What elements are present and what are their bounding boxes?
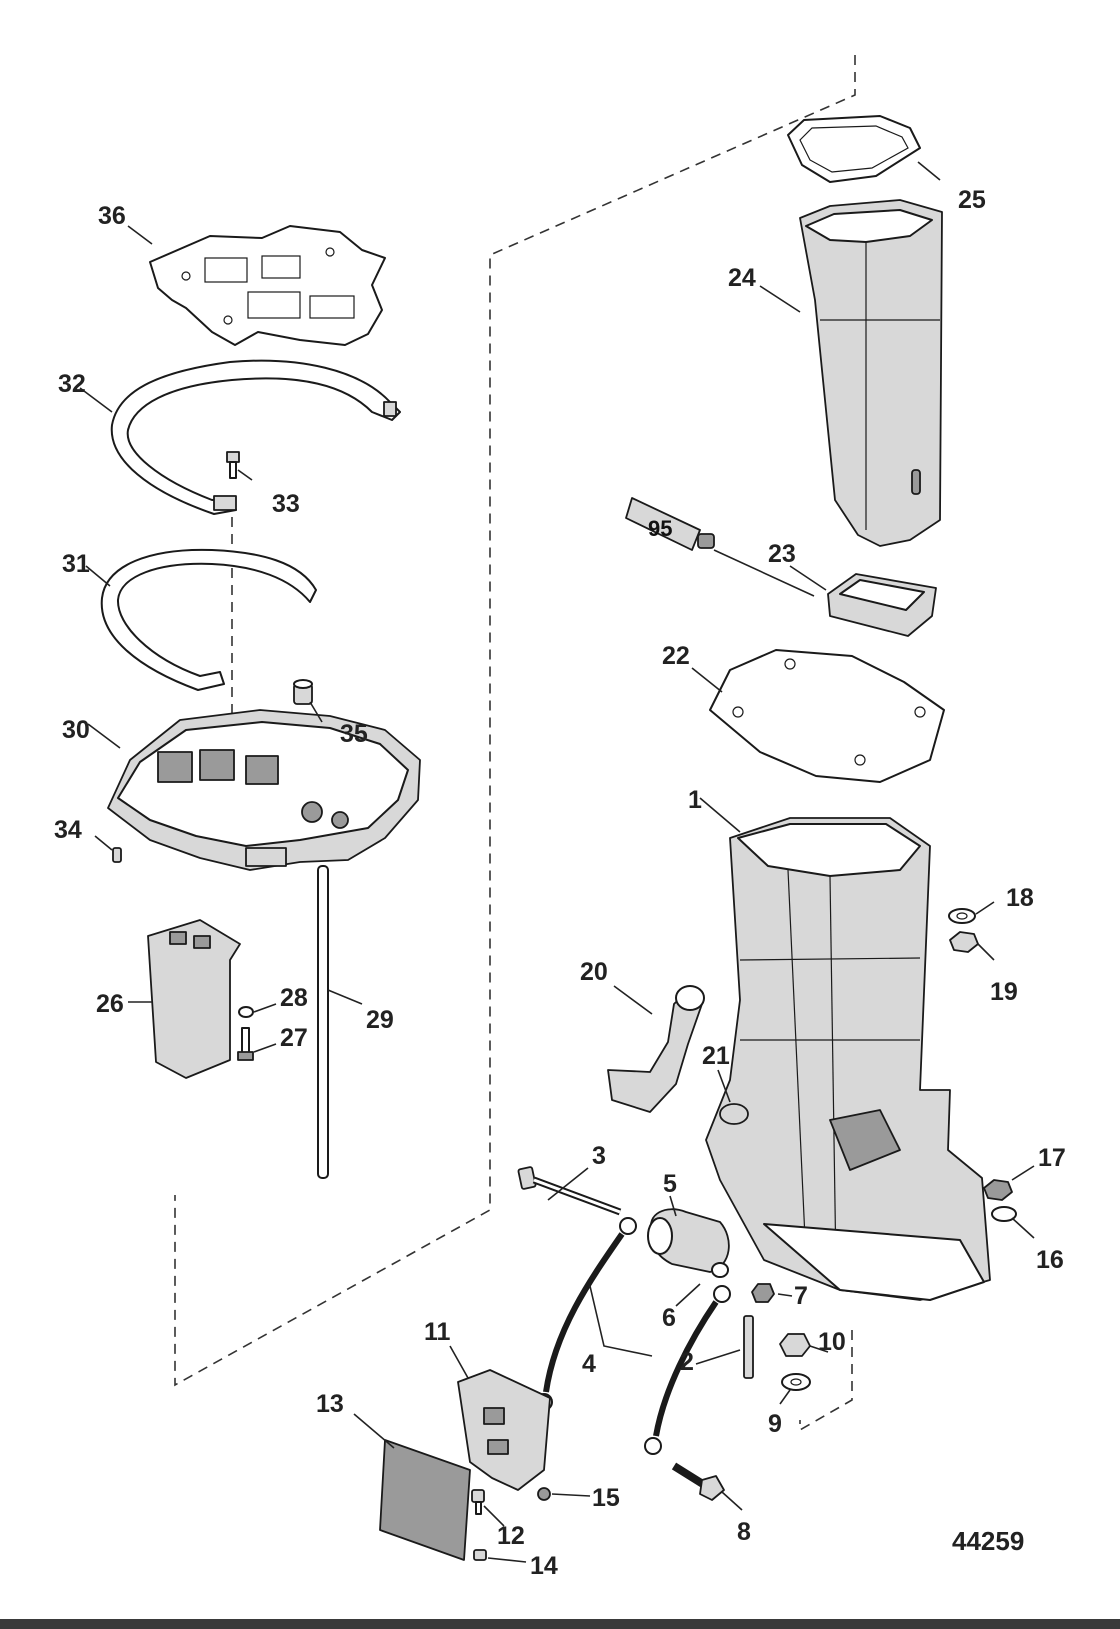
callout-18: 18: [1006, 884, 1034, 912]
part-27-bolt: [237, 1027, 254, 1061]
callout-15: 15: [592, 1484, 620, 1512]
callout-28: 28: [280, 984, 308, 1012]
callout-6: 6: [662, 1304, 676, 1332]
callout-22: 22: [662, 642, 690, 670]
sealant-tube-label: 95: [648, 516, 672, 541]
part-30-adapter-plate: [107, 709, 421, 871]
part-23-seal-block: [827, 573, 937, 637]
callout-36: 36: [98, 202, 126, 230]
part-16-washer: [991, 1206, 1017, 1222]
part-14-screw: [473, 1549, 487, 1561]
part-6-washer: [711, 1262, 729, 1278]
part-13-anode-plate: [379, 1439, 471, 1561]
part-17-nut: [983, 1179, 1013, 1201]
part-31-seal-strip: [100, 548, 317, 691]
part-12-screw: [471, 1489, 485, 1515]
callout-31: 31: [62, 550, 90, 578]
callout-33: 33: [272, 490, 300, 518]
callout-1: 1: [688, 786, 702, 814]
callout-9: 9: [768, 1410, 782, 1438]
part-5-mount: [647, 1208, 730, 1273]
part-22-gasket: [709, 649, 945, 783]
callout-21: 21: [702, 1042, 730, 1070]
part-15-nut: [537, 1487, 551, 1501]
callout-29: 29: [366, 1006, 394, 1034]
callout-23: 23: [768, 540, 796, 568]
callout-7: 7: [794, 1282, 808, 1310]
part-2-stud: [743, 1315, 754, 1379]
part-32-seal-frame: [110, 359, 401, 515]
part-8-bolt: [671, 1462, 725, 1501]
callout-20: 20: [580, 958, 608, 986]
callout-4: 4: [582, 1350, 596, 1378]
part-36-gasket-plate: [149, 225, 386, 346]
part-1-driveshaft-housing: [705, 817, 991, 1301]
callout-5: 5: [663, 1170, 677, 1198]
callout-leader-lines: [79, 161, 1035, 1563]
callout-8: 8: [737, 1518, 751, 1546]
callout-16: 16: [1036, 1246, 1064, 1274]
callout-32: 32: [58, 370, 86, 398]
part-29-rod: [317, 865, 329, 1179]
callout-35: 35: [340, 720, 368, 748]
part-19-nut: [949, 931, 979, 953]
callout-3: 3: [592, 1142, 606, 1170]
callout-26: 26: [96, 990, 124, 1018]
part-28-washer: [238, 1006, 254, 1018]
part-3-long-bolt: [517, 1166, 622, 1216]
part-34-dowel-pin: [112, 847, 122, 863]
part-20-water-tube: [607, 985, 705, 1113]
callout-numbers: 1 2 3 4 5 6 7 8 9 10 11 12 13 14 15 16 1…: [54, 186, 1066, 1580]
callout-11: 11: [424, 1318, 451, 1346]
callout-19: 19: [990, 978, 1018, 1006]
part-9-washer: [781, 1373, 811, 1391]
part-35-bushing: [293, 679, 313, 705]
part-10-nut: [779, 1333, 811, 1357]
figure-number: 44259: [952, 1526, 1024, 1556]
part-11-bracket: [457, 1369, 551, 1491]
part-21-plug: [719, 1103, 749, 1125]
callout-12: 12: [497, 1522, 525, 1550]
part-25-seal: [787, 115, 921, 183]
part-24-inner-chamber: [799, 199, 943, 547]
assembly-boundary-dashed-line: [174, 55, 856, 1432]
part-7-nut: [751, 1283, 775, 1303]
callout-27: 27: [280, 1024, 308, 1052]
callout-13: 13: [316, 1390, 344, 1418]
callout-14: 14: [530, 1552, 558, 1580]
bottom-border-bar: [0, 1619, 1120, 1629]
callout-17: 17: [1038, 1144, 1066, 1172]
part-33-screw: [226, 451, 240, 479]
sealant-tube-95: 95: [625, 497, 715, 551]
part-26-exhaust-tube: [147, 919, 241, 1079]
callout-10: 10: [818, 1328, 846, 1356]
callout-2: 2: [680, 1348, 694, 1376]
part-18-washer: [948, 908, 976, 924]
callout-30: 30: [62, 716, 90, 744]
callout-34: 34: [54, 816, 82, 844]
callout-25: 25: [958, 186, 986, 214]
callout-24: 24: [728, 264, 756, 292]
